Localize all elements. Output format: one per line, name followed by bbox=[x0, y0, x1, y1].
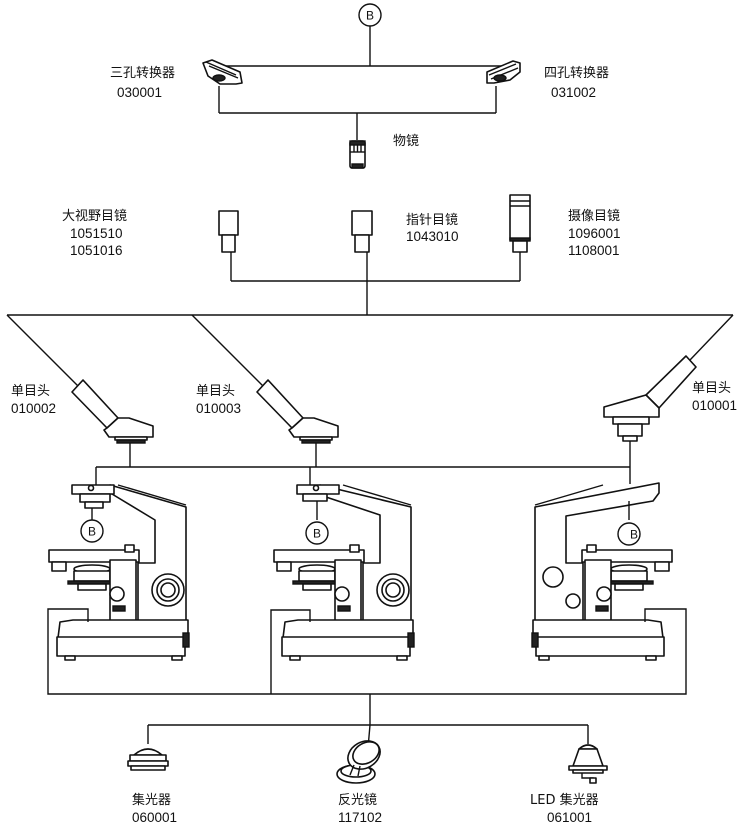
reflector-mirror-icon bbox=[336, 740, 381, 784]
microscope-base-connector bbox=[47, 608, 687, 749]
head-3-name: 单目头 bbox=[692, 381, 731, 396]
wide-field-eyepiece-code-2: 1051016 bbox=[70, 243, 123, 258]
eyepiece-connector bbox=[230, 252, 521, 315]
top-marker: B bbox=[358, 3, 382, 66]
wide-field-eyepiece-name: 大视野目镜 bbox=[62, 209, 127, 224]
microscope-3-icon bbox=[531, 482, 673, 661]
camera-eyepiece-icon bbox=[509, 194, 531, 253]
pointer-eyepiece-name: 指针目镜 bbox=[406, 213, 458, 228]
b-marker-label-3: B bbox=[630, 528, 638, 542]
led-condenser-icon bbox=[568, 744, 608, 784]
monocular-head-2-icon bbox=[256, 379, 339, 444]
four-hole-nosepiece-name: 四孔转换器 bbox=[544, 66, 609, 81]
pointer-eyepiece-code: 1043010 bbox=[406, 229, 459, 244]
head-connector bbox=[6, 314, 734, 389]
microscope-1-icon: B bbox=[48, 484, 190, 661]
condenser-code: 060001 bbox=[132, 810, 177, 825]
svg-text:B: B bbox=[313, 527, 321, 541]
head-to-microscope-connector bbox=[95, 441, 631, 485]
camera-eyepiece-code-2: 1108001 bbox=[568, 243, 620, 258]
wide-field-eyepiece-icon bbox=[218, 210, 239, 253]
wide-field-eyepiece-code-1: 1051510 bbox=[70, 226, 123, 241]
four-hole-nosepiece-code: 031002 bbox=[551, 85, 596, 100]
monocular-head-3-icon bbox=[603, 355, 697, 442]
head-2-code: 010003 bbox=[196, 401, 241, 416]
b-marker-label: B bbox=[366, 9, 374, 23]
objective-lens-icon bbox=[349, 140, 366, 169]
head-1-code: 010002 bbox=[11, 401, 56, 416]
led-condenser-name: LED 集光器 bbox=[530, 792, 599, 808]
led-condenser-code: 061001 bbox=[547, 810, 592, 825]
condenser-icon bbox=[127, 748, 169, 771]
nosepiece-connector bbox=[218, 65, 520, 140]
monocular-head-1-icon bbox=[71, 379, 154, 444]
three-hole-nosepiece-icon bbox=[202, 59, 243, 85]
condenser-name: 集光器 bbox=[132, 792, 171, 808]
head-3-code: 010001 bbox=[692, 398, 737, 413]
microscope-2-icon: B bbox=[273, 484, 415, 661]
four-hole-nosepiece-icon bbox=[486, 60, 521, 84]
svg-text:B: B bbox=[88, 525, 96, 539]
camera-eyepiece-code-1: 1096001 bbox=[568, 226, 621, 241]
reflector-mirror-code: 117102 bbox=[338, 810, 382, 825]
reflector-mirror-name: 反光镜 bbox=[338, 793, 377, 808]
pointer-eyepiece-icon bbox=[351, 210, 373, 253]
head-1-name: 单目头 bbox=[11, 384, 50, 399]
head-2-name: 单目头 bbox=[196, 384, 235, 399]
three-hole-nosepiece-code: 030001 bbox=[117, 85, 162, 100]
objective-name: 物镜 bbox=[393, 134, 419, 149]
camera-eyepiece-name: 摄像目镜 bbox=[568, 209, 620, 224]
three-hole-nosepiece-name: 三孔转换器 bbox=[110, 66, 175, 81]
